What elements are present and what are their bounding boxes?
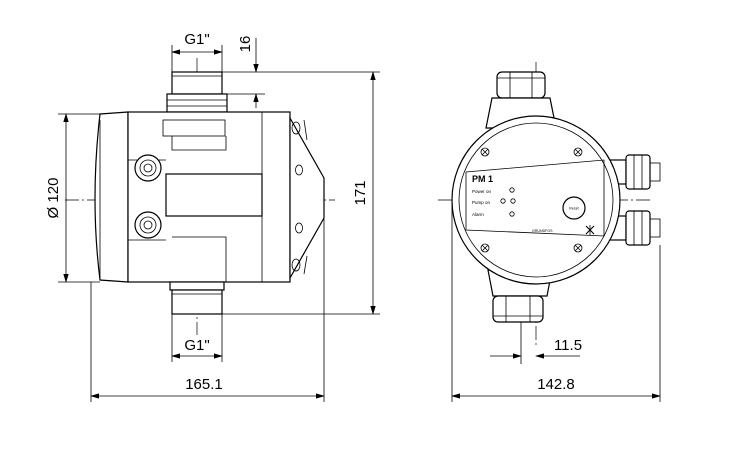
dim-height: 171 bbox=[222, 71, 380, 315]
led-power bbox=[509, 187, 515, 193]
top-offset-label: 16 bbox=[237, 36, 254, 53]
control-panel: PM 1 Power on Pump on Alarm Reset GRUNDF… bbox=[465, 159, 605, 237]
bottom-coupling bbox=[169, 281, 225, 315]
diameter-label: Ø 120 bbox=[45, 178, 62, 219]
panel-label-power: Power on bbox=[472, 189, 492, 194]
cable-glands bbox=[134, 154, 162, 239]
grundfos-logo-icon bbox=[585, 225, 595, 235]
brand-text: GRUNDFOS bbox=[532, 229, 553, 233]
front-width-label: 142.8 bbox=[537, 376, 575, 393]
bottom-thread-label: G1" bbox=[184, 337, 209, 354]
dim-bottom-thread: G1" bbox=[171, 314, 223, 362]
panel-title: PM 1 bbox=[472, 174, 493, 184]
reset-button[interactable] bbox=[562, 196, 586, 220]
height-label: 171 bbox=[352, 180, 369, 205]
side-view: G1" 16 Ø 120 171 G1" bbox=[45, 31, 380, 402]
pump-housing bbox=[94, 111, 325, 283]
top-coupling bbox=[166, 71, 228, 113]
front-inner-ring bbox=[458, 122, 614, 278]
led-pump-right bbox=[510, 198, 516, 204]
dim-diameter: Ø 120 bbox=[45, 113, 100, 283]
dim-top-offset: 16 bbox=[222, 36, 380, 108]
front-view: PM 1 Power on Pump on Alarm Reset GRUNDF… bbox=[438, 62, 661, 402]
led-pump-left bbox=[500, 198, 506, 204]
dim-front-width: 142.8 bbox=[451, 200, 661, 402]
panel-label-alarm: Alarm bbox=[472, 212, 484, 217]
reset-label: Reset bbox=[569, 207, 578, 211]
dim-width: 165.1 bbox=[90, 218, 325, 402]
panel-label-pump: Pump on bbox=[472, 200, 491, 205]
led-alarm bbox=[509, 211, 515, 217]
front-cable-glands bbox=[607, 154, 661, 246]
front-offset-label: 11.5 bbox=[554, 337, 582, 354]
top-thread-label: G1" bbox=[184, 31, 209, 48]
screw-icon bbox=[480, 147, 583, 253]
width-label: 165.1 bbox=[185, 376, 223, 393]
dim-front-offset: 11.5 bbox=[490, 322, 582, 364]
dim-top-thread: G1" bbox=[171, 31, 223, 72]
